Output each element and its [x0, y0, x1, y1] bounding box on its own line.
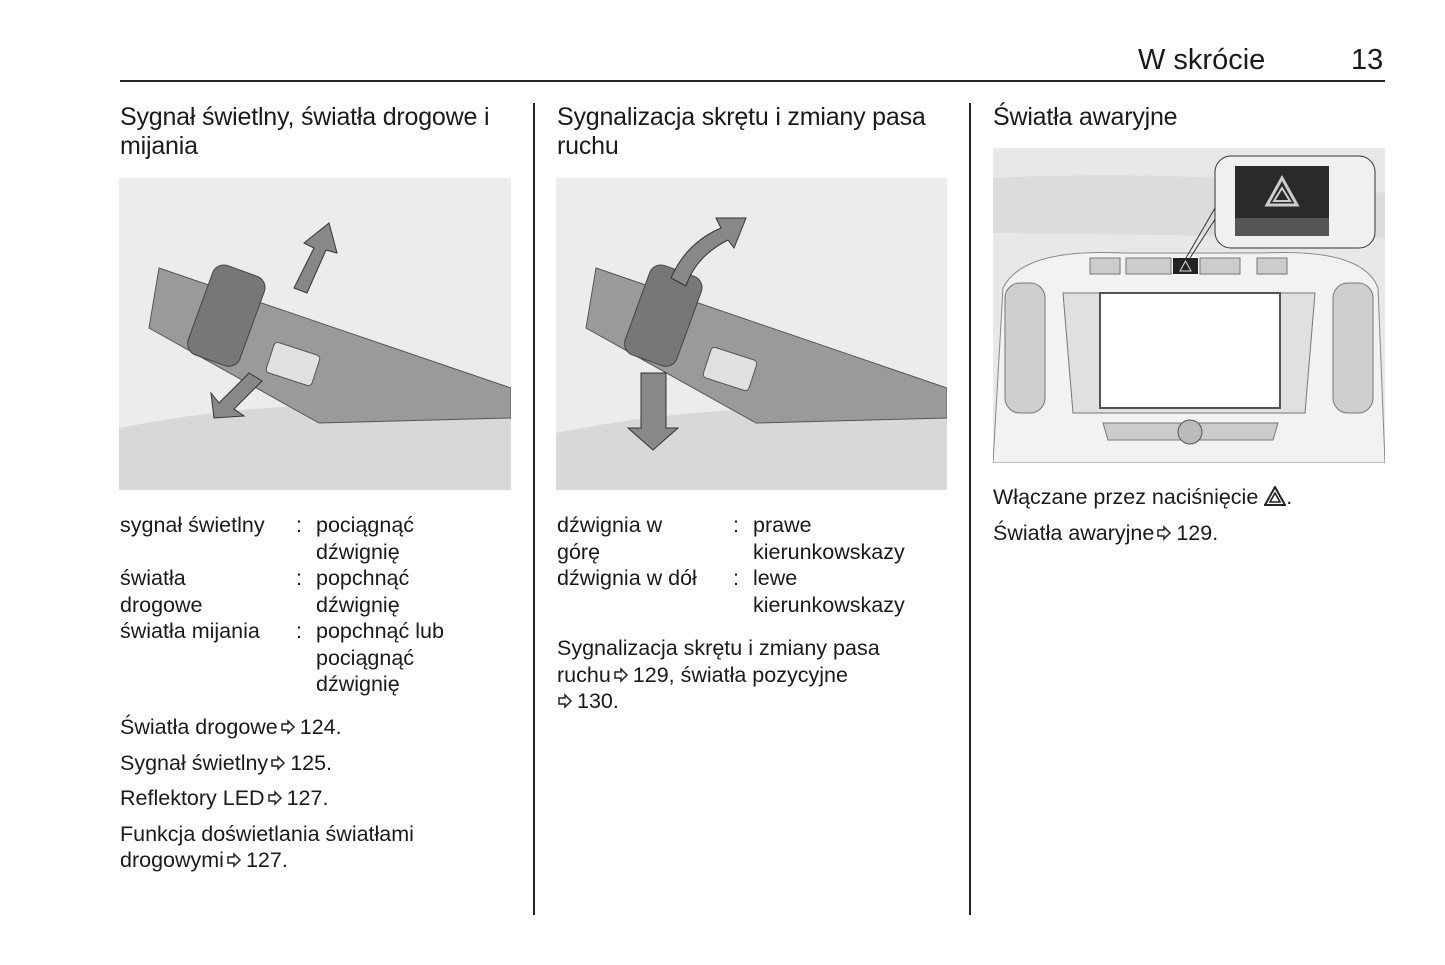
page-reference-arrow-icon	[227, 852, 242, 868]
definition-term: światła mijania	[120, 619, 260, 643]
reference-page[interactable]: 129, światła pozycyjne	[632, 662, 848, 687]
reference-text: Funkcja doświetlania światłami drogowymi	[120, 821, 414, 873]
punctuation: .	[1286, 485, 1293, 509]
column-headlights: Sygnał świetlny, światła drogowe i mijan…	[120, 103, 512, 161]
reference-text: Reflektory LED	[120, 786, 265, 810]
definition-term: dźwignia w dół	[557, 566, 697, 590]
definition-term: światła drogowe	[120, 566, 203, 617]
reference-page[interactable]: 130.	[577, 689, 619, 713]
hazard-warning-triangle-icon	[1264, 486, 1287, 506]
reference[interactable]: Światła drogowe 124.	[120, 714, 512, 741]
hazard-button-dashboard-illustration	[993, 148, 1385, 463]
reference-text: Sygnał świetlny	[120, 750, 269, 775]
page-reference-arrow-icon	[281, 719, 295, 735]
definition-row: dźwignia w dół:lewe kierunkowskazy	[557, 565, 949, 618]
section-heading: Sygnalizacja skrętu i zmiany pasa ruchu	[557, 103, 926, 160]
definition-row: światła mijania:popchnąć lub pociągnąć d…	[120, 618, 512, 698]
reference-page: 127.	[286, 786, 329, 810]
reference[interactable]: Funkcja doświetlania światłami drogowymi…	[120, 821, 460, 874]
column-divider	[533, 103, 535, 915]
reference-page: 124.	[299, 715, 342, 739]
definition-desc: prawe kierunkowskazy	[753, 513, 905, 564]
page-reference-arrow-icon	[1157, 524, 1172, 541]
reference[interactable]: Światła awaryjne 129.	[993, 520, 1385, 547]
definition-term: dźwignia w górę	[557, 513, 663, 564]
definition-term: sygnał świetlny	[120, 513, 265, 537]
reference-page: 125.	[290, 750, 333, 775]
definition-desc: lewe kierunkowskazy	[753, 566, 905, 617]
column-turn-signals: Sygnalizacja skrętu i zmiany pasa ruchu	[557, 103, 949, 161]
header-rule	[120, 80, 1385, 82]
hazard-text: Włączane przez naciśnięcie. Światła awar…	[993, 484, 1385, 555]
column-divider	[969, 103, 971, 915]
page-reference-arrow-icon	[267, 790, 282, 806]
definition-list: dźwignia w górę:prawe kierunkowskazy dźw…	[557, 512, 949, 618]
header-section-title: W skrócie	[1138, 44, 1266, 76]
paragraph-text: Sygnalizacja skrętu i zmiany pasa ruchu	[557, 636, 880, 687]
reference-page: 127.	[245, 848, 288, 872]
paragraph-text: Włączane przez naciśnięcie	[993, 485, 1259, 509]
page-reference-arrow-icon	[271, 754, 286, 771]
definition-row: dźwignia w górę:prawe kierunkowskazy	[557, 512, 949, 565]
turn-signal-stalk-illustration	[556, 178, 947, 490]
reference-text: Światła awaryjne	[993, 520, 1155, 545]
headlight-stalk-illustration	[119, 178, 511, 490]
column-hazard-lights: Światła awaryjne	[993, 103, 1385, 132]
definition-desc: pociągnąć dźwignię	[316, 513, 415, 564]
section-heading: Sygnał świetlny, światła drogowe i mijan…	[120, 103, 490, 160]
definition-desc: popchnąć dźwignię	[316, 566, 410, 617]
reference-text: Światła drogowe	[120, 715, 278, 739]
page-reference-arrow-icon	[558, 693, 573, 709]
definition-row: światła drogowe:popchnąć dźwignię	[120, 565, 512, 618]
page-reference-arrow-icon	[614, 666, 628, 683]
header-page-number: 13	[1351, 44, 1384, 76]
reference[interactable]: Sygnał świetlny 125.	[120, 750, 512, 777]
definition-row: sygnał świetlny:pociągnąć dźwignię	[120, 512, 512, 565]
reference[interactable]: Reflektory LED 127.	[120, 785, 512, 812]
reference-page: 129.	[1176, 520, 1219, 545]
section-heading: Światła awaryjne	[993, 103, 1178, 131]
definition-list: sygnał świetlny:pociągnąć dźwignię świat…	[120, 512, 512, 698]
definition-desc: popchnąć lub pociągnąć dźwignię	[316, 619, 444, 696]
